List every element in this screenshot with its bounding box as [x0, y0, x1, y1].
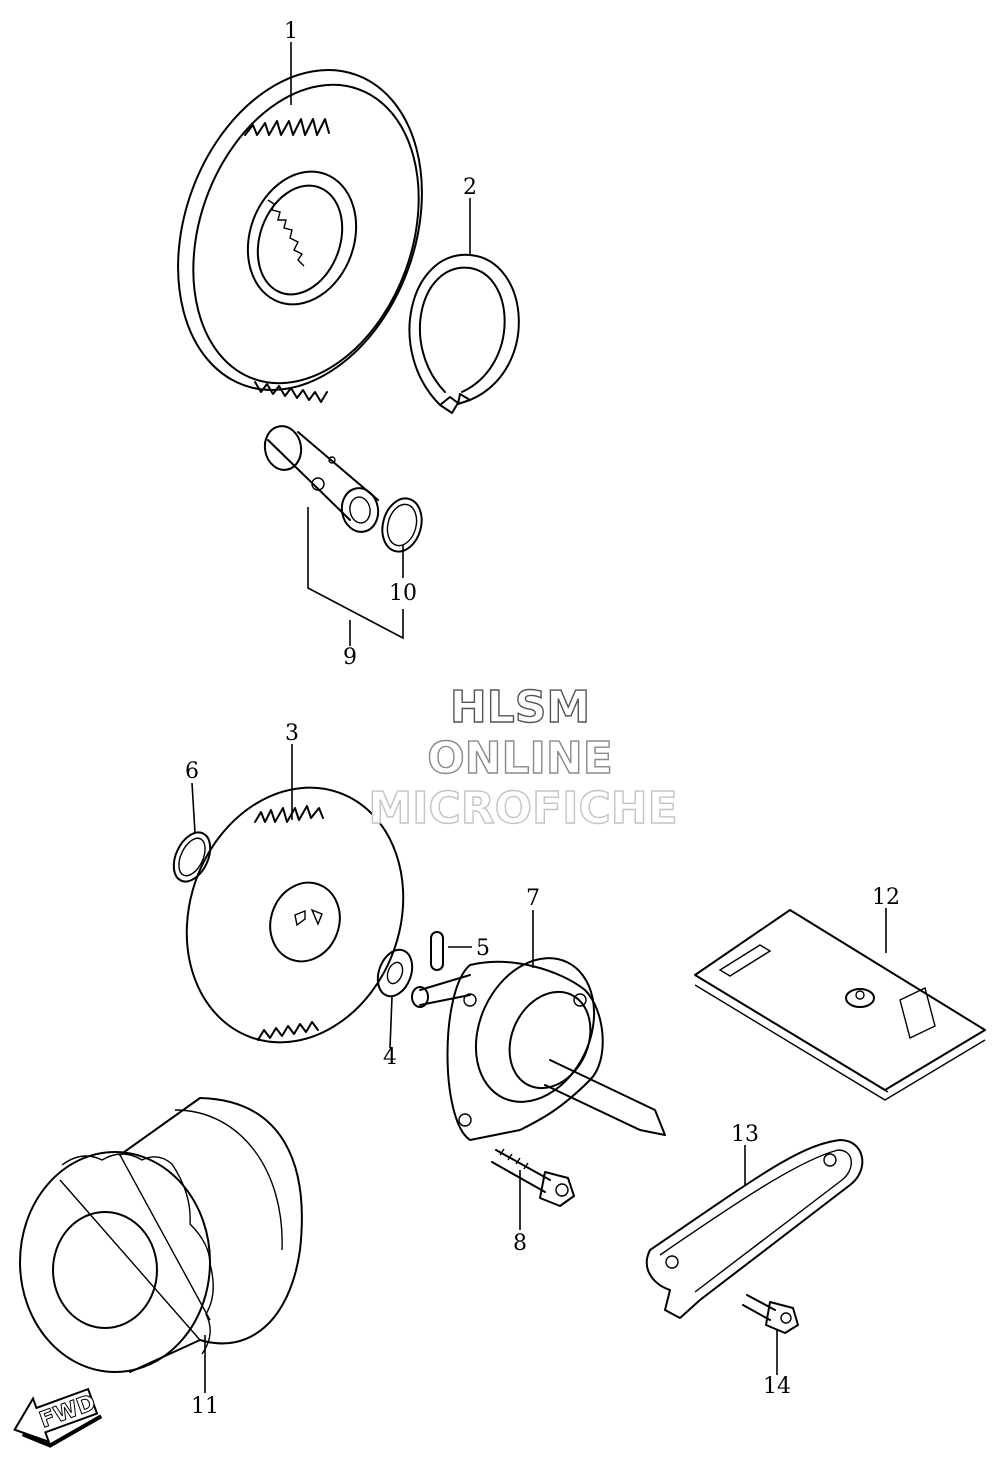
- part-12-strainer: [694, 909, 986, 1101]
- fwd-arrow[interactable]: FWD: [7, 1379, 105, 1455]
- callout-6: 6: [185, 759, 199, 784]
- part-6-snap-ring: [172, 831, 212, 883]
- callout-3: 3: [285, 721, 299, 746]
- part-1-driven-gear: [177, 69, 423, 403]
- callout-7: 7: [526, 886, 540, 911]
- watermark-line-1: HLSM: [450, 682, 590, 733]
- callout-13: 13: [731, 1122, 759, 1147]
- part-5-pin: [430, 931, 444, 971]
- part-10-o-ring: [381, 497, 423, 553]
- watermark-line-2: ONLINE: [427, 733, 613, 784]
- part-9-sleeve: [263, 425, 380, 533]
- part-11-oil-filter: [19, 1097, 303, 1373]
- callout-12: 12: [872, 885, 900, 910]
- callout-1: 1: [284, 19, 298, 44]
- watermark-line-3: MICROFICHE: [368, 783, 677, 834]
- callout-2: 2: [463, 175, 477, 200]
- callout-11: 11: [191, 1394, 219, 1419]
- leader-lines: [191, 42, 887, 1393]
- callout-10: 10: [389, 581, 417, 606]
- part-8-bolt: [491, 1148, 575, 1207]
- callout-9: 9: [343, 645, 357, 670]
- callout-4: 4: [383, 1045, 397, 1070]
- part-4-washer: [376, 948, 414, 998]
- callout-8: 8: [513, 1231, 527, 1256]
- callout-5: 5: [476, 936, 490, 961]
- callout-14: 14: [763, 1374, 791, 1399]
- callouts: 1 2 3 4 5 6 7 8 9 10 11 12 13 14: [185, 19, 900, 1419]
- part-7-oil-pump: [411, 957, 666, 1141]
- part-2-circlip: [408, 253, 520, 414]
- part-14-bolt: [742, 1294, 799, 1334]
- part-13-plate: [645, 1139, 864, 1319]
- watermark: HLSM ONLINE MICROFICHE: [368, 681, 679, 834]
- arrow-left-icon: [13, 1387, 99, 1444]
